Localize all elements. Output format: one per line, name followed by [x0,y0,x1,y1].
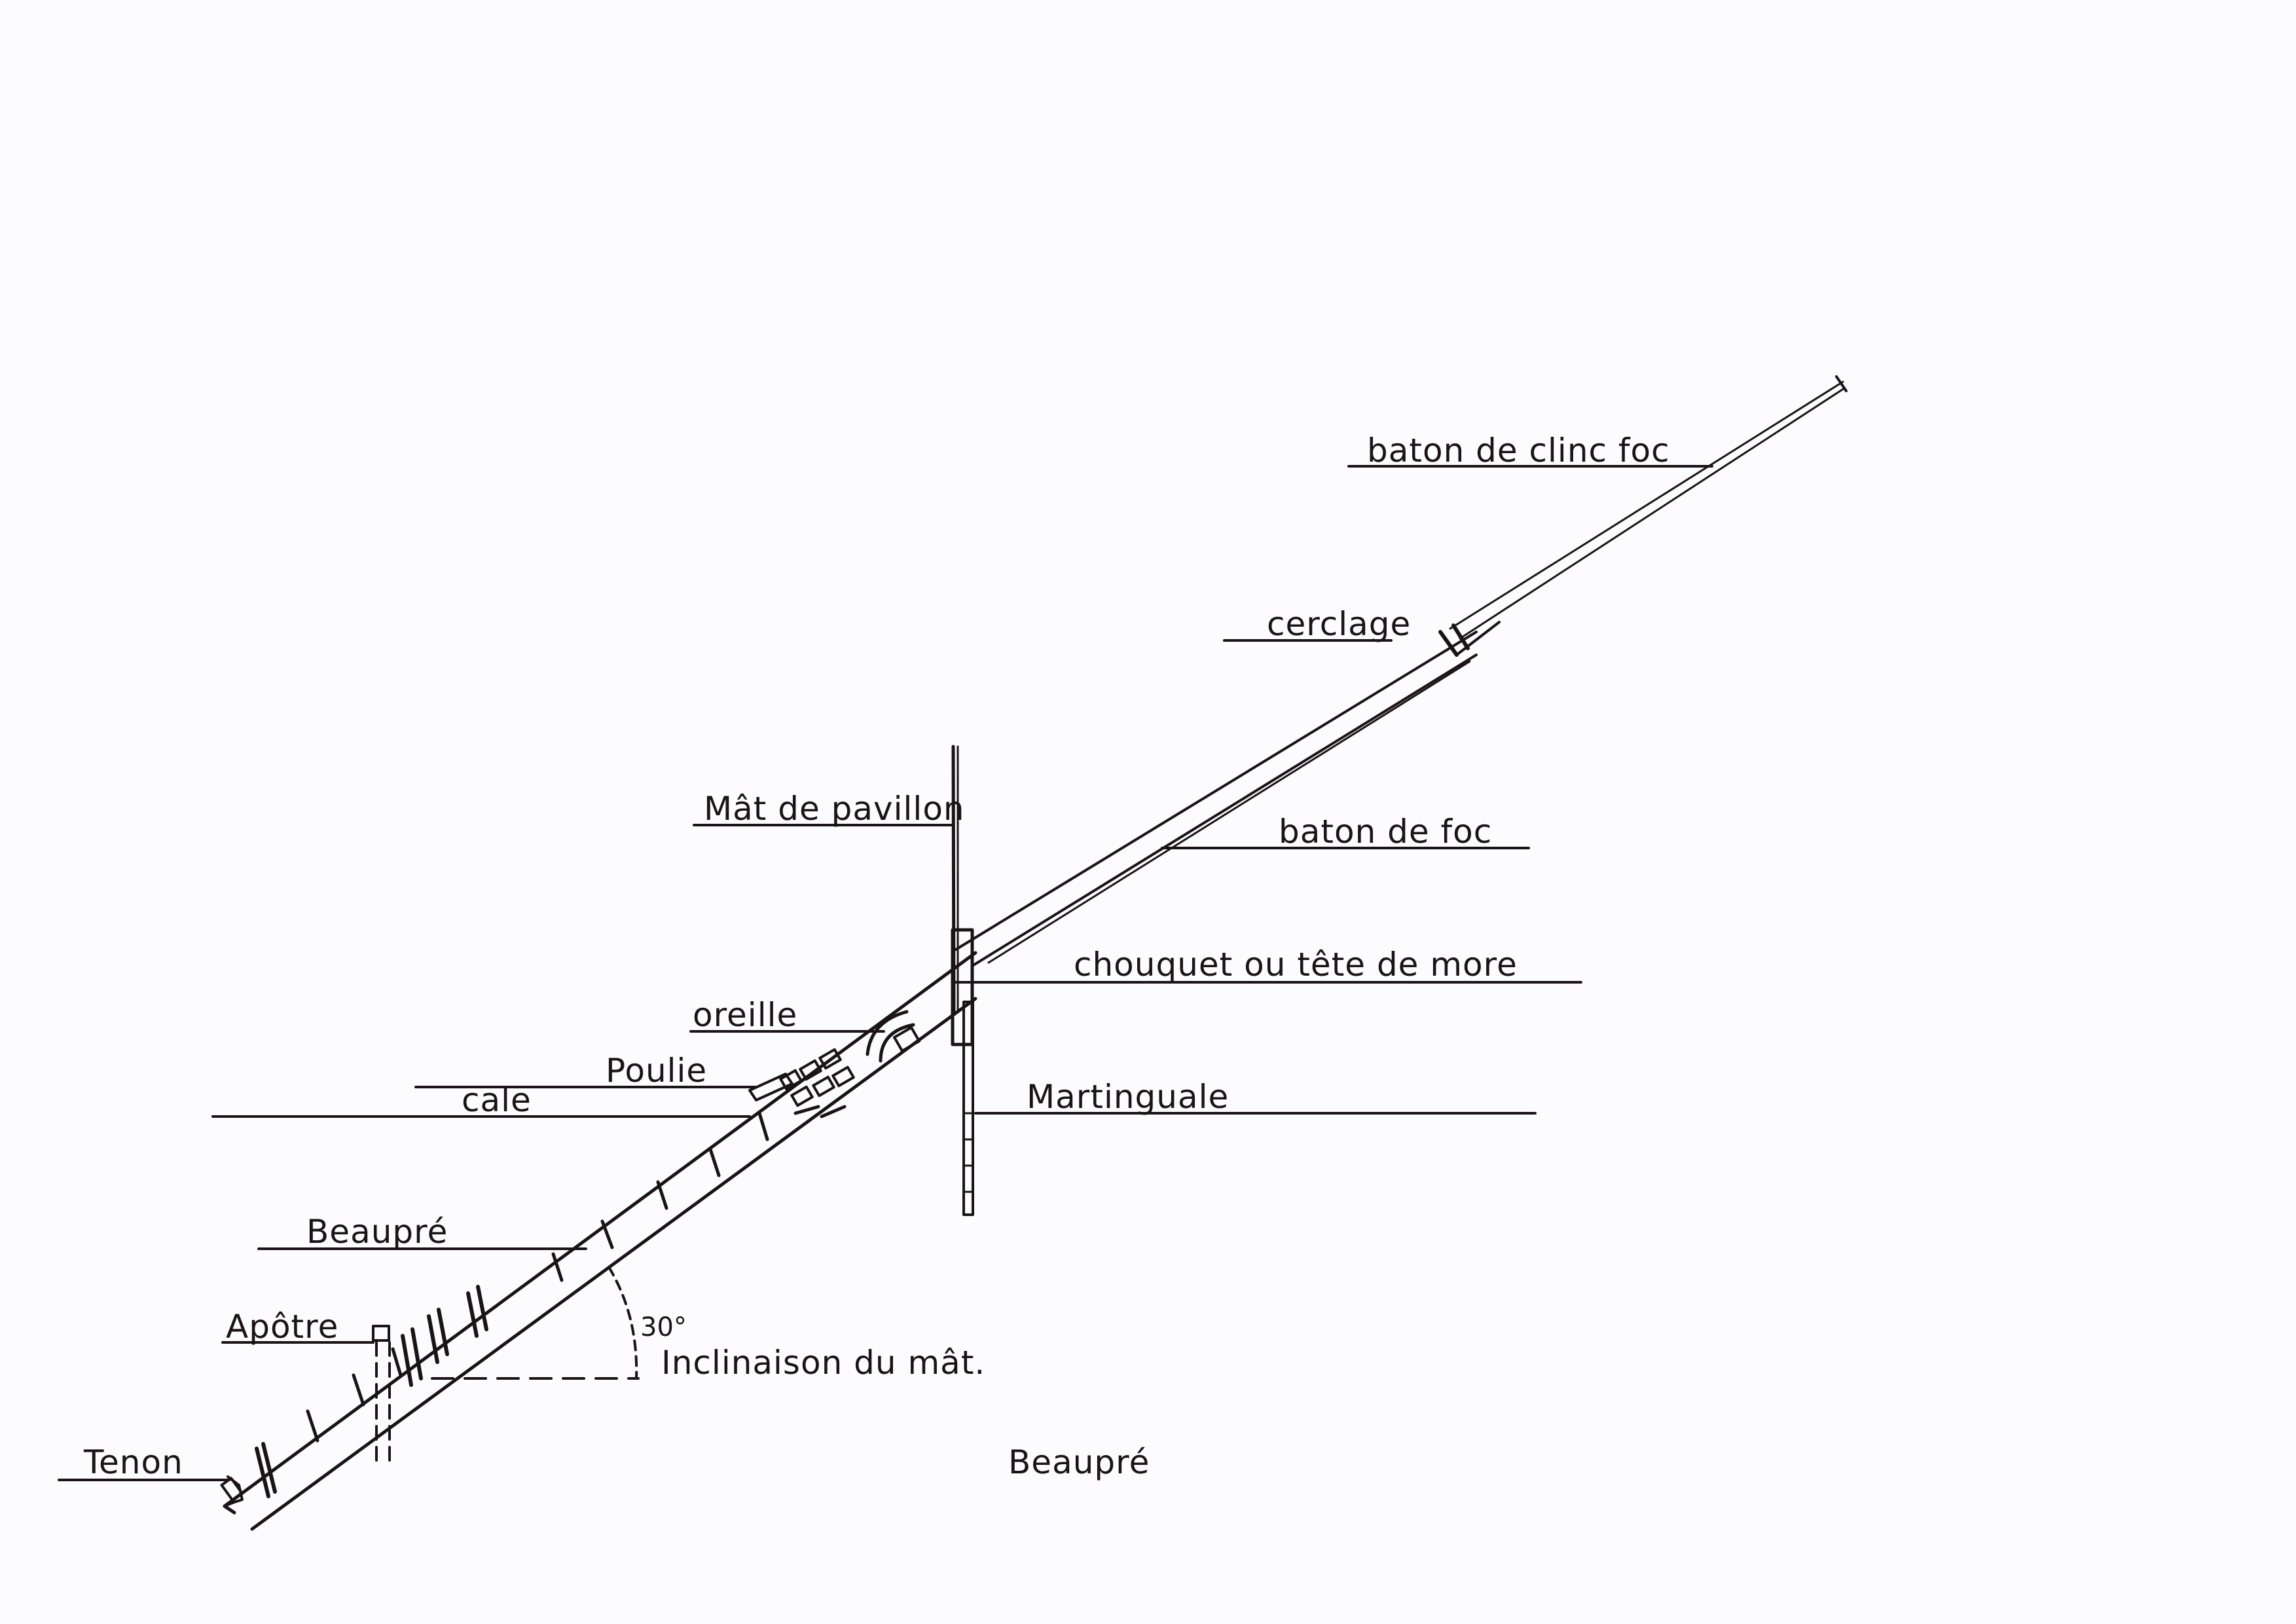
label-poulie: Poulie [606,1052,707,1090]
jib-boom [955,621,1501,967]
label-beaupre-part: Beaupré [306,1213,448,1251]
label-baton-de-clinc-foc: baton de clinc foc [1367,432,1670,470]
label-cale: cale [462,1081,532,1119]
angle-construction [431,1266,640,1380]
label-tenon: Tenon [83,1443,183,1481]
label-apotre: Apôtre [226,1308,338,1346]
label-mat-de-pavillon: Mât de pavillon [704,790,965,828]
label-cerclage: cerclage [1267,605,1411,643]
flying-jib-boom [1449,375,1848,640]
label-oreille: oreille [693,996,797,1034]
label-martinguale: Martinguale [1027,1078,1229,1116]
angle-caption: Inclinaison du mât. [661,1344,985,1382]
martingale [962,1001,974,1216]
label-baton-de-foc: baton de foc [1279,813,1492,851]
bowsprit-spar [220,951,977,1531]
label-chouquet: chouquet ou tête de more [1074,946,1518,984]
apotre-post [372,1325,391,1468]
angle-value: 30° [640,1312,687,1342]
leader-lines [58,465,1713,1481]
diagram-title: Beaupré [1008,1443,1150,1481]
